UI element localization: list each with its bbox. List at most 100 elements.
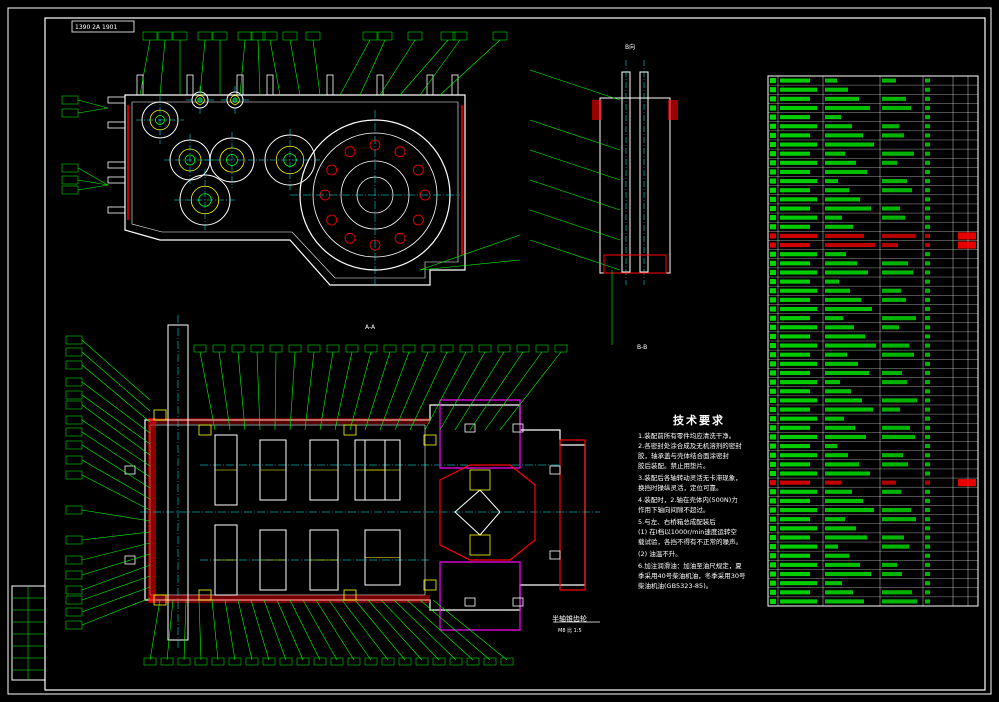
- bom-code: [780, 498, 810, 503]
- tech-note: (2) 油温不升。: [638, 550, 682, 558]
- leader-line: [379, 39, 416, 96]
- bom-name: [825, 261, 857, 266]
- bom-qty: [925, 188, 930, 193]
- leader-line: [319, 351, 334, 431]
- bom-num: [770, 425, 776, 431]
- bom-qty: [925, 105, 930, 111]
- bom-name: [825, 215, 842, 220]
- bom-num: [770, 544, 776, 550]
- ring-bolt: [344, 146, 356, 158]
- bom-num: [770, 87, 776, 93]
- bom-code: [780, 169, 810, 175]
- balloon: [377, 31, 393, 41]
- bom-name: [825, 407, 873, 412]
- tech-note: 载试验，各挡不得有不正常的噪声。: [638, 538, 742, 546]
- bom-name: [825, 343, 876, 348]
- bom-qty: [925, 361, 930, 366]
- leader-line: [81, 394, 151, 445]
- bom-qty: [925, 544, 930, 549]
- bom-code: [780, 507, 817, 513]
- bom-code: [780, 553, 810, 558]
- bom-material: [882, 370, 902, 376]
- balloon: [330, 657, 344, 666]
- bom-num: [770, 461, 776, 467]
- leader-line: [394, 351, 429, 431]
- bom-material: [882, 206, 900, 211]
- bom-name: [825, 96, 859, 101]
- leader-line: [166, 599, 174, 661]
- balloon: [65, 415, 83, 425]
- bom-code: [780, 480, 810, 485]
- bom-material: [882, 571, 902, 577]
- bom-name: [825, 142, 874, 147]
- bom-num: [770, 205, 776, 212]
- tech-note: 作用下轴向间隙不超过。: [638, 506, 710, 514]
- bom-qty: [925, 297, 930, 302]
- leader-line: [529, 179, 621, 211]
- bom-qty: [925, 142, 930, 147]
- bom-name: [825, 535, 867, 540]
- bom-num: [770, 507, 776, 513]
- balloon: [288, 344, 302, 353]
- bb-hatch: [592, 100, 602, 120]
- wall-hatch: [150, 595, 430, 603]
- spider-gear: [469, 534, 491, 556]
- leader-line: [419, 39, 461, 96]
- bom-name: [825, 562, 860, 567]
- bom-num: [770, 151, 776, 157]
- bom-code: [780, 105, 817, 111]
- bom-name: [825, 544, 838, 549]
- bom-code: [780, 544, 817, 549]
- bom-material: [882, 105, 911, 111]
- balloon: [250, 344, 264, 353]
- bom-qty: [925, 316, 930, 321]
- balloon: [449, 657, 463, 666]
- bom-num: [770, 169, 776, 175]
- bom-num: [770, 251, 776, 257]
- bom-name: [825, 160, 856, 165]
- ring-bolt: [394, 146, 406, 158]
- leader-line: [159, 39, 166, 96]
- leader-line: [289, 599, 321, 661]
- leader-line: [328, 599, 372, 661]
- balloon: [65, 585, 83, 595]
- bom-name: [825, 288, 850, 293]
- balloon: [364, 657, 378, 666]
- balloon: [440, 31, 456, 41]
- bom-num: [770, 123, 776, 129]
- leader-line: [364, 351, 391, 431]
- leader-line: [406, 599, 474, 661]
- tech-note: (1) 在I档以1000r/min速度运转空: [638, 528, 737, 536]
- bom-qty: [925, 599, 930, 604]
- bom-qty: [925, 453, 930, 458]
- leader-line: [312, 39, 321, 96]
- bom-code: [780, 242, 810, 248]
- drawing-code: 1390 2A 1901: [75, 24, 118, 31]
- leader-line: [269, 39, 281, 96]
- bearing: [198, 424, 212, 436]
- bom-qty: [925, 590, 930, 595]
- bom-qty: [925, 398, 930, 403]
- bom-qty: [925, 462, 930, 467]
- bom-material: [882, 215, 905, 220]
- balloon: [228, 657, 242, 666]
- leader-line: [529, 149, 621, 181]
- bom-num: [770, 534, 776, 541]
- bom-num: [770, 525, 776, 531]
- bom-num: [770, 589, 776, 595]
- bom-num: [770, 416, 776, 422]
- bearing: [423, 434, 437, 446]
- diff-case: [439, 464, 536, 561]
- bom-num: [770, 315, 776, 321]
- side-bolt: [107, 161, 126, 169]
- balloon: [452, 31, 468, 41]
- leader-line: [380, 599, 440, 661]
- bom-code: [780, 224, 810, 229]
- title-block: [11, 585, 46, 681]
- bom-qty: [925, 407, 930, 412]
- balloon: [279, 657, 293, 666]
- bom-name: [825, 425, 855, 430]
- bom-material: [882, 507, 911, 513]
- leader-line: [349, 351, 372, 431]
- leader-line: [302, 599, 338, 661]
